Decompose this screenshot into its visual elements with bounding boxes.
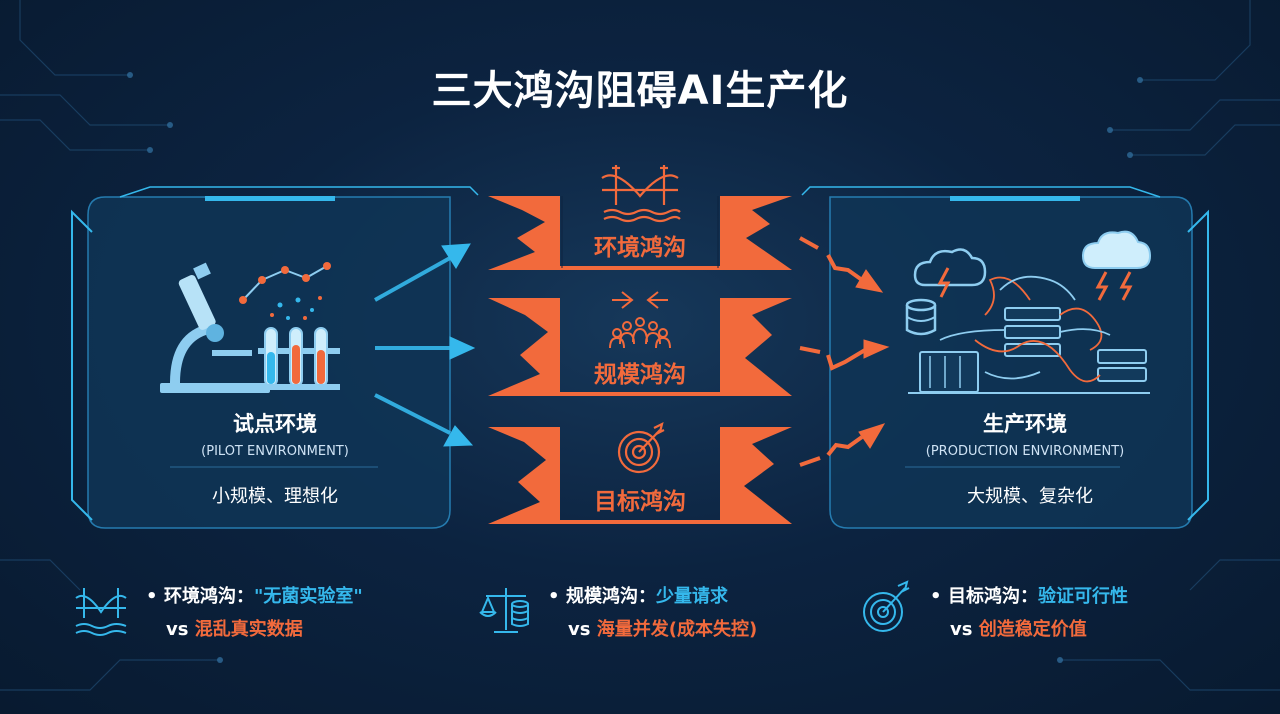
bottom-bridge-icon [75, 588, 127, 636]
production-description: 大规模、复杂化 [967, 486, 1093, 507]
bottom-highlight: 少量请求 [656, 586, 728, 607]
microscope-lab-icon [160, 262, 340, 393]
bottom-item-environment: •环境鸿沟："无菌实验室" vs 混乱真实数据 [146, 586, 363, 640]
server-cloud-chaos-icon [905, 230, 1152, 394]
production-panel-frame [801, 186, 1209, 529]
bottom-vs: vs [568, 619, 591, 640]
bottom-item-scale: •规模鸿沟：少量请求 vs 海量并发(成本失控) [548, 586, 758, 640]
bottom-head: 环境鸿沟： [164, 586, 254, 607]
pilot-title: 试点环境 [233, 412, 317, 436]
bottom-contrast: 创造稳定价值 [978, 619, 1087, 640]
pilot-panel: 试点环境 (PILOT ENVIRONMENT) [150, 408, 400, 459]
bridge-icon [601, 165, 681, 223]
gap-label-goal: 目标鸿沟 [594, 489, 686, 515]
bottom-item-goal: •目标鸿沟：验证可行性 vs 创造稳定价值 [930, 586, 1128, 640]
bottom-contrast: 混乱真实数据 [194, 619, 303, 640]
gap-environment-chasm [488, 196, 792, 270]
bottom-target-icon [863, 580, 910, 632]
gap-label-environment: 环境鸿沟 [594, 235, 686, 261]
page-title: 三大鸿沟阻碍AI生产化 [431, 68, 849, 114]
crowd-icon [609, 291, 671, 349]
bottom-highlight: "无菌实验室" [254, 586, 363, 607]
bottom-vs: vs [950, 619, 973, 640]
scale-icon [479, 588, 529, 633]
bottom-head: 目标鸿沟： [948, 586, 1038, 607]
bottom-highlight: 验证可行性 [1038, 586, 1128, 607]
bottom-vs: vs [166, 619, 189, 640]
production-panel: 生产环境 (PRODUCTION ENVIRONMENT) [890, 408, 1160, 459]
production-subtitle: (PRODUCTION ENVIRONMENT) [925, 444, 1125, 459]
production-title: 生产环境 [983, 412, 1067, 436]
gap-label-scale: 规模鸿沟 [594, 362, 686, 388]
gap-scale-chasm [488, 298, 792, 396]
target-icon [617, 421, 665, 474]
bottom-head: 规模鸿沟： [566, 586, 656, 607]
flow-arrows-left [374, 243, 476, 447]
pilot-description: 小规模、理想化 [212, 486, 338, 507]
bottom-contrast: 海量并发(成本失控) [596, 619, 758, 640]
gap-goal-chasm [488, 427, 792, 524]
pilot-subtitle: (PILOT ENVIRONMENT) [201, 444, 349, 459]
flow-arrows-right [799, 236, 890, 467]
